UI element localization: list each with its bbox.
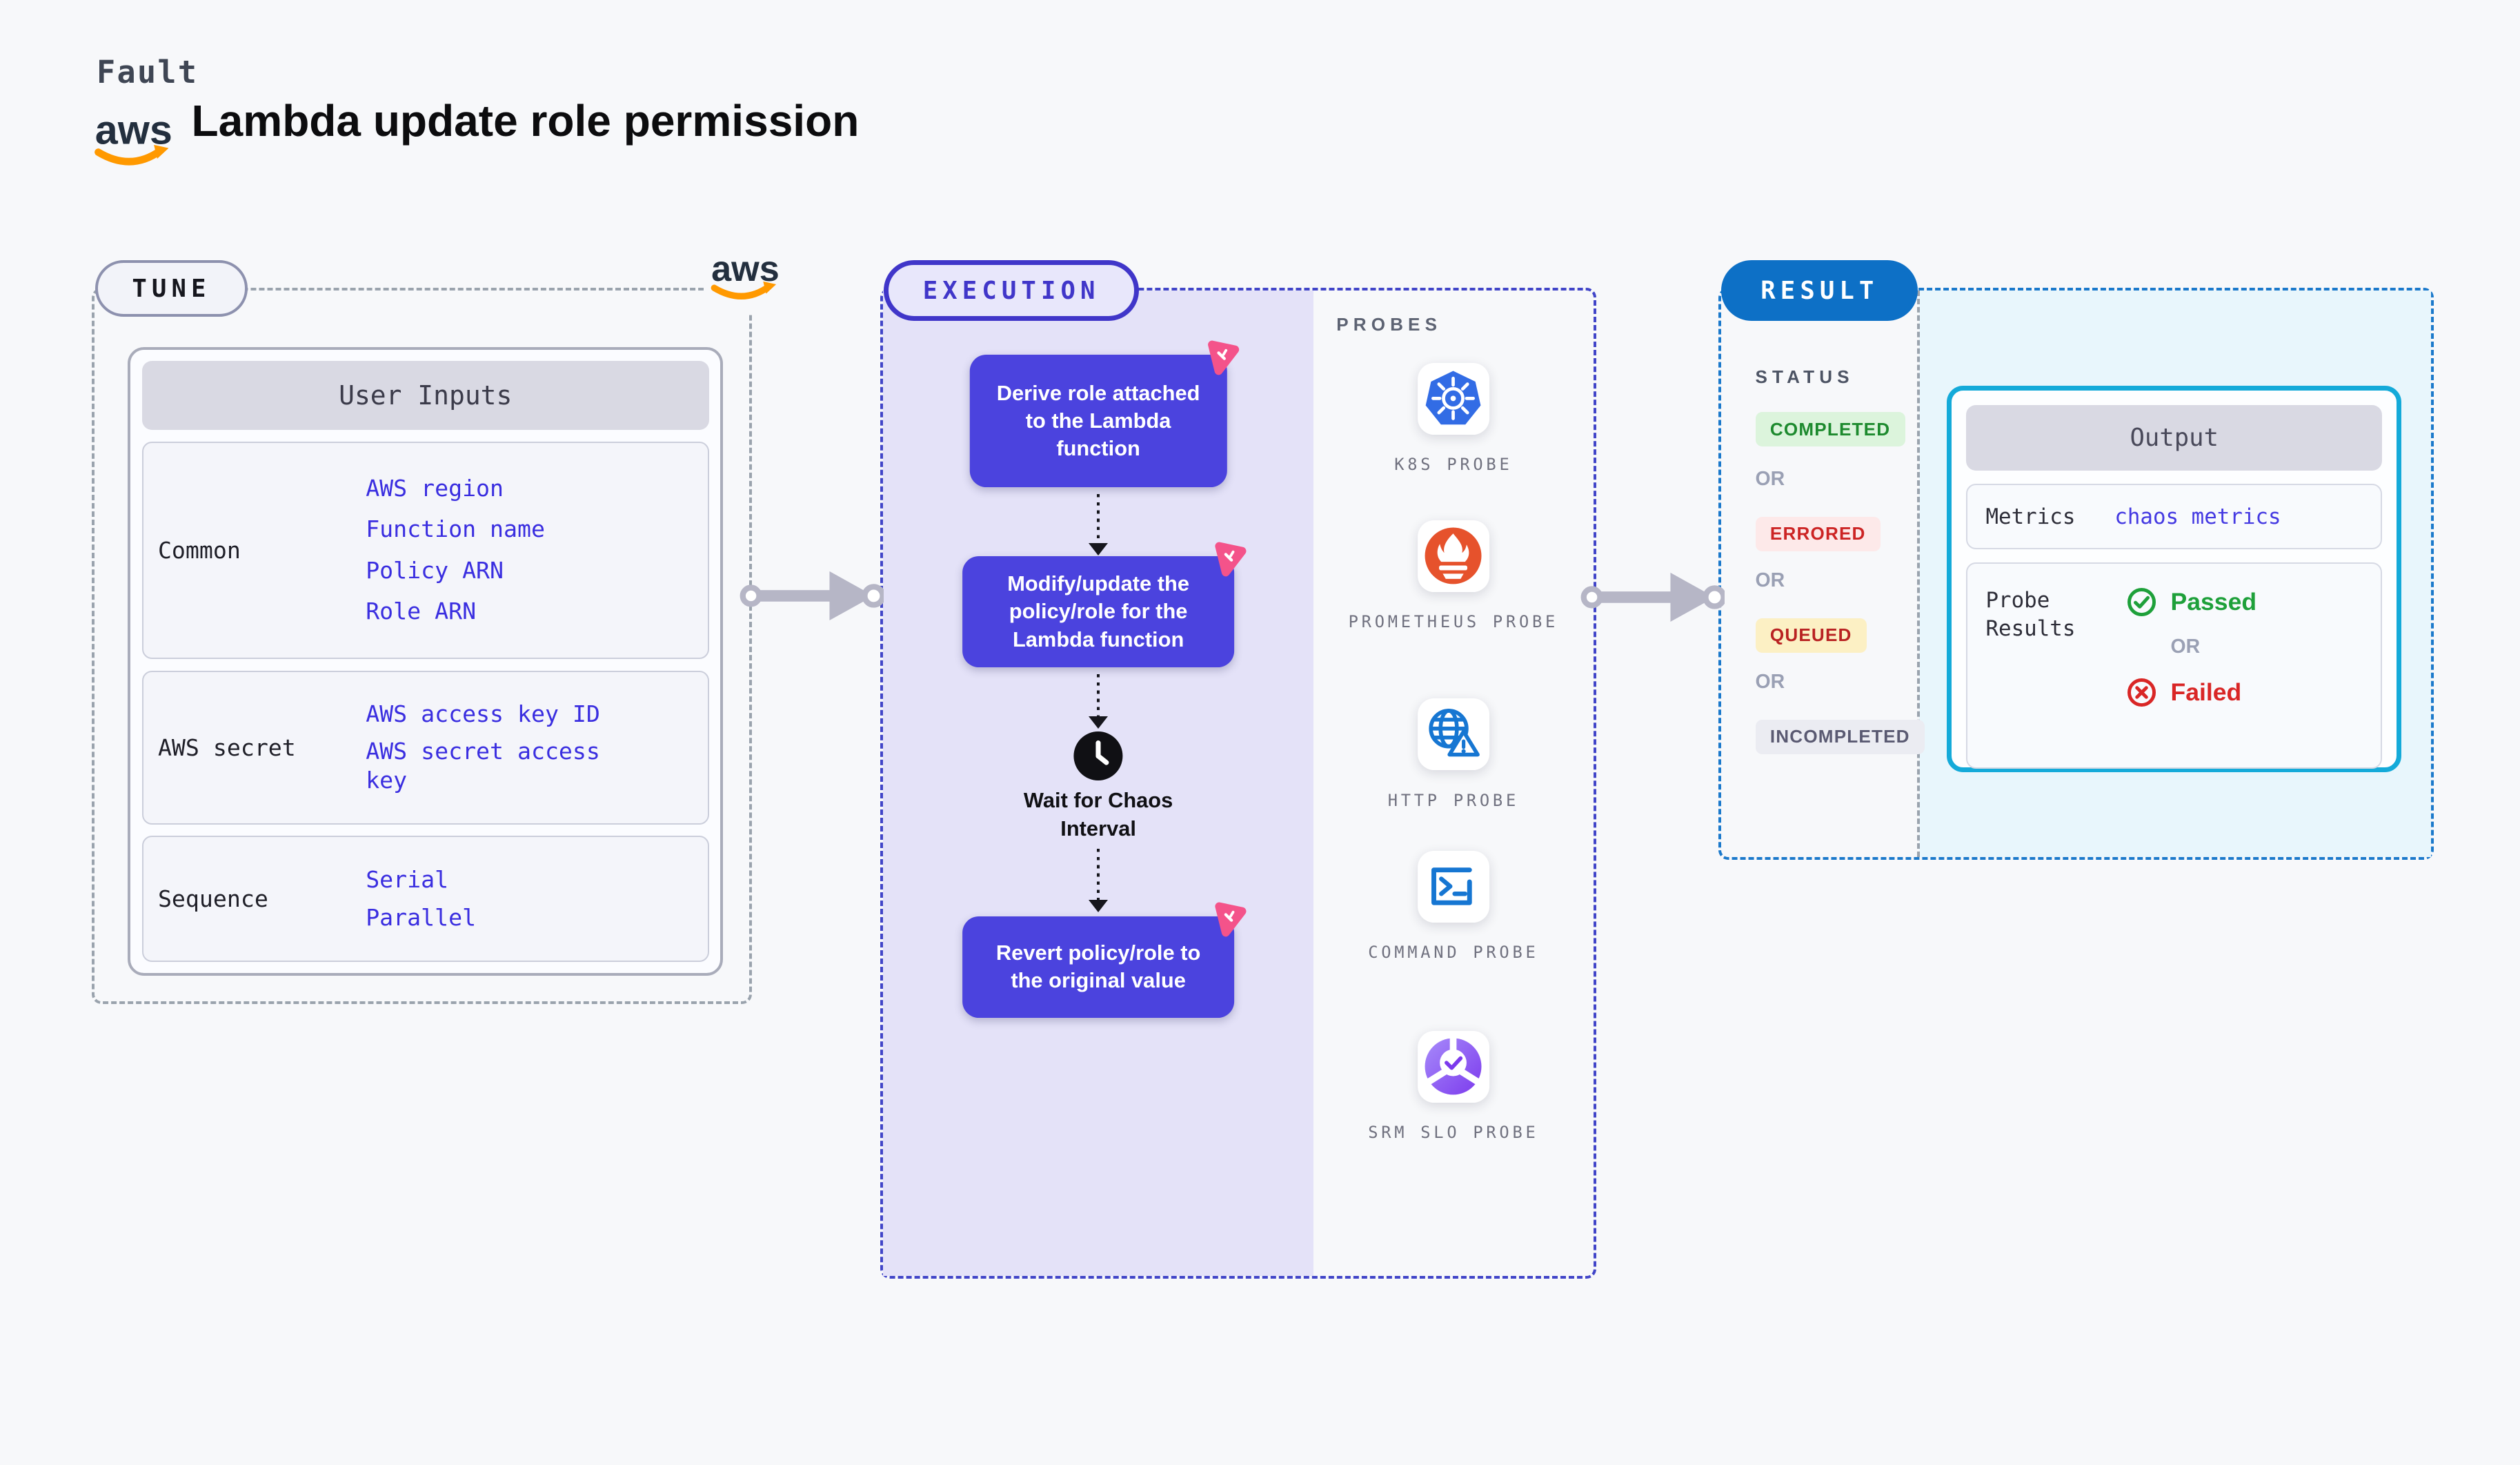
right-arrow-icon <box>740 571 886 621</box>
step-revert-policy: Revert policy/role to the original value <box>962 902 1247 1018</box>
probe-k8s: K8S PROBE <box>1331 362 1576 478</box>
input-value: AWS secret access key <box>366 737 600 794</box>
probe-label: K8S PROBE <box>1394 455 1513 475</box>
passed-label: Passed <box>2170 588 2257 616</box>
row-values: AWS access key ID AWS secret access key <box>366 672 708 823</box>
status-badge-queued: QUEUED <box>1755 618 1867 653</box>
right-arrow-icon <box>1581 573 1727 622</box>
x-circle-icon <box>2127 678 2156 707</box>
input-value: Serial <box>366 865 449 893</box>
probe-results-or-label: OR <box>2170 636 2201 658</box>
probe-prometheus: PROMETHEUS PROBE <box>1331 520 1576 635</box>
svg-text:aws: aws <box>95 107 172 153</box>
metrics-label: Metrics <box>1985 504 2076 529</box>
aws-logo-icon: aws <box>711 249 780 299</box>
slo-pie-check-icon <box>1417 1030 1490 1103</box>
prometheus-icon <box>1417 520 1490 592</box>
output-card: Output Metrics chaos metrics Probe Resul… <box>1947 386 2402 772</box>
input-value: Function name <box>366 515 545 543</box>
input-value: AWS access key ID <box>366 700 600 727</box>
status-badge-completed: COMPLETED <box>1755 412 1905 446</box>
metrics-row: Metrics chaos metrics <box>1966 484 2383 550</box>
status-badge-incompleted: INCOMPLETED <box>1755 719 1925 754</box>
terminal-icon <box>1417 850 1490 923</box>
status-badge-errored: ERRORED <box>1755 516 1881 551</box>
probe-label: SRM SLO PROBE <box>1368 1123 1539 1143</box>
row-label: AWS secret <box>157 734 296 761</box>
globe-warning-icon <box>1417 698 1490 771</box>
chaos-fault-icon <box>1209 900 1249 946</box>
probe-results-values: Passed OR Failed <box>2126 587 2256 744</box>
arrow-tune-to-execution <box>740 563 886 635</box>
probe-label: COMMAND PROBE <box>1368 943 1539 963</box>
probe-label: PROMETHEUS PROBE <box>1348 612 1559 632</box>
input-value: Parallel <box>366 903 477 931</box>
probes-column: PROBES <box>1313 291 1594 1276</box>
execution-badge: EXECUTION <box>883 260 1140 322</box>
row-values: Serial Parallel <box>366 837 708 961</box>
tune-section-frame <box>91 288 752 1004</box>
probe-srm-slo: SRM SLO PROBE <box>1331 1030 1576 1146</box>
page-title: Lambda update role permission <box>191 95 860 146</box>
step-derive-role: Derive role attached to the Lambda funct… <box>969 340 1240 488</box>
kubernetes-icon <box>1417 362 1490 435</box>
aws-corner-logo: aws <box>704 242 786 314</box>
step-label: Modify/update the policy/role for the La… <box>1007 571 1189 651</box>
flow-connector <box>1089 673 1109 729</box>
step-label: Derive role attached to the Lambda funct… <box>996 380 1200 461</box>
user-inputs-table: User Inputs Common AWS region Function n… <box>128 346 724 976</box>
row-label: Sequence <box>157 885 268 913</box>
status-or-label: OR <box>1755 670 1785 693</box>
aws-logo-icon: aws <box>94 107 172 166</box>
probe-label: HTTP PROBE <box>1387 790 1519 810</box>
execution-flow-panel: Derive role attached to the Lambda funct… <box>883 291 1314 1277</box>
failed-result: Failed <box>2126 677 2256 708</box>
probe-results-label: Probe Results <box>1985 588 2076 641</box>
execution-section-frame: Derive role attached to the Lambda funct… <box>880 288 1596 1279</box>
input-value: AWS region <box>366 474 504 502</box>
result-badge: RESULT <box>1721 260 1918 322</box>
failed-label: Failed <box>2170 678 2242 706</box>
status-or-label: OR <box>1755 467 1785 490</box>
aws-logo: aws <box>92 101 174 179</box>
probes-title: PROBES <box>1336 313 1442 335</box>
chaos-fault-icon <box>1202 338 1242 384</box>
arrow-execution-to-result <box>1580 564 1727 636</box>
wait-interval-label: Wait for Chaos Interval <box>1023 788 1173 840</box>
table-row-sequence: Sequence Serial Parallel <box>141 836 709 962</box>
row-values: AWS region Function name Policy ARN Role… <box>366 443 708 658</box>
step-label: Revert policy/role to the original value <box>995 940 1201 993</box>
row-label: Common <box>157 536 241 564</box>
input-value: Policy ARN <box>366 556 504 584</box>
clock-icon <box>1073 731 1123 780</box>
input-value: Role ARN <box>366 598 477 625</box>
status-or-label: OR <box>1755 569 1785 591</box>
svg-text:aws: aws <box>711 249 780 289</box>
probe-command: COMMAND PROBE <box>1331 850 1576 965</box>
status-title: STATUS <box>1755 366 1854 387</box>
check-circle-icon <box>2127 588 2156 617</box>
tune-badge: TUNE <box>95 260 248 317</box>
result-divider <box>1917 291 1920 858</box>
table-row-aws-secret: AWS secret AWS access key ID AWS secret … <box>141 670 709 825</box>
flow-connector <box>1089 849 1109 912</box>
step-modify-policy: Modify/update the policy/role for the La… <box>962 542 1247 668</box>
probe-results-row: Probe Results Passed OR <box>1966 562 2383 769</box>
fault-eyebrow-label: Fault <box>96 54 199 91</box>
table-row-common: Common AWS region Function name Policy A… <box>141 441 709 660</box>
metrics-value: chaos metrics <box>2114 504 2281 529</box>
result-section-frame: STATUS COMPLETED OR ERRORED OR QUEUED OR… <box>1718 288 2434 861</box>
user-inputs-header: User Inputs <box>141 361 709 431</box>
flow-connector <box>1089 493 1109 555</box>
output-header: Output <box>1966 405 2383 471</box>
passed-result: Passed <box>2126 587 2256 618</box>
probe-http: HTTP PROBE <box>1331 698 1576 813</box>
chaos-fault-icon <box>1209 540 1249 586</box>
